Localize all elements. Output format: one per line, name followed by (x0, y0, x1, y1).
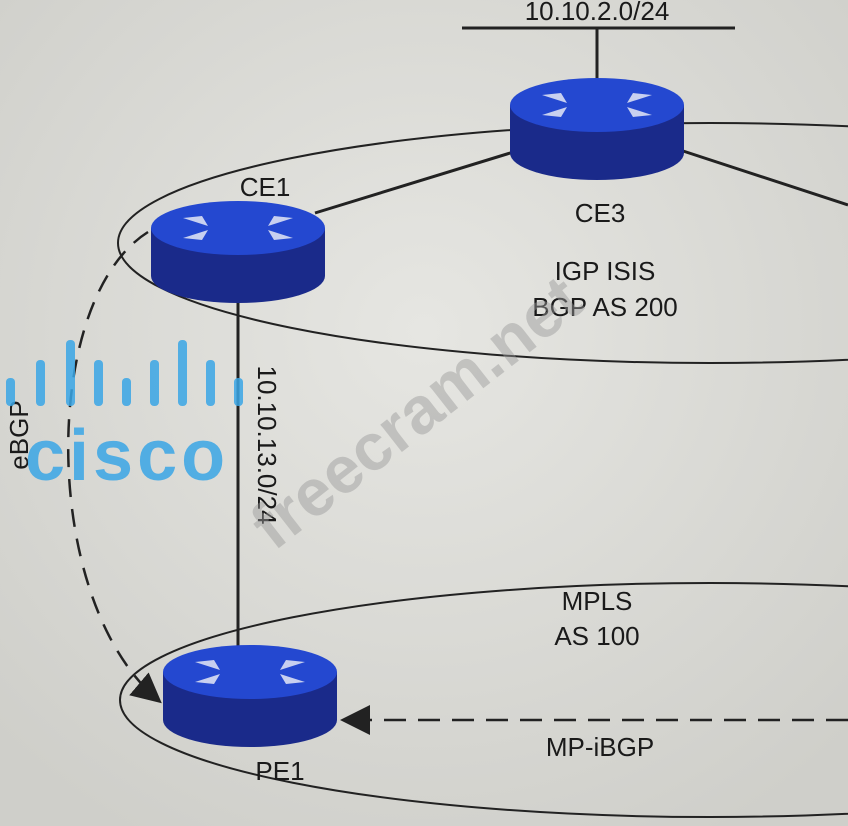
cisco-logo-watermark: cisco (6, 340, 243, 496)
mp-ibgp-label: MP-iBGP (546, 732, 654, 762)
ce1-label: CE1 (240, 172, 291, 202)
ce3-right-link (679, 148, 848, 207)
bgp-as-label: BGP AS 200 (532, 292, 678, 322)
top-subnet-label: 10.10.2.0/24 (525, 0, 670, 26)
ce3-label: CE3 (575, 198, 626, 228)
router-ce1-icon[interactable] (151, 201, 325, 303)
mpls-label: MPLS (562, 586, 633, 616)
igp-label: IGP ISIS (555, 256, 656, 286)
router-pe1-icon[interactable] (163, 645, 337, 747)
ebgp-session-line (66, 230, 162, 704)
svg-text:cisco: cisco (25, 416, 229, 496)
ce1-pe1-subnet-label: 10.10.13.0/24 (252, 365, 282, 524)
provider-domain-ellipse (119, 582, 848, 818)
ebgp-label: eBGP (4, 400, 34, 469)
ce1-ce3-link (314, 148, 521, 215)
router-ce3-icon[interactable] (510, 78, 684, 180)
provider-as-label: AS 100 (554, 621, 639, 651)
pe1-label: PE1 (255, 756, 304, 786)
customer-domain-ellipse (117, 122, 848, 364)
